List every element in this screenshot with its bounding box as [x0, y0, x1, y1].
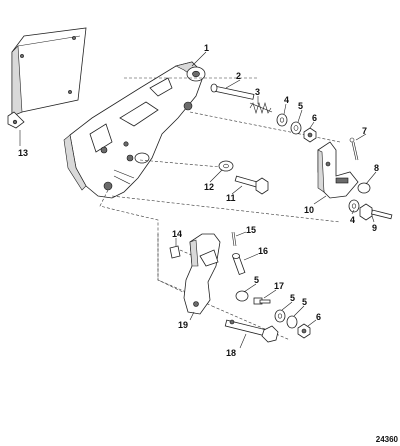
- callout-5: 5: [290, 293, 295, 303]
- callout-10: 10: [304, 205, 314, 215]
- callout-12: 12: [204, 182, 214, 192]
- callout-8: 8: [374, 163, 379, 173]
- cotter-pin-7: [349, 137, 359, 161]
- callout-11: 11: [226, 193, 236, 203]
- washer-5-lower-a: [274, 309, 286, 323]
- callout-9: 9: [372, 223, 377, 233]
- callout-15: 15: [246, 225, 256, 235]
- washer-5-upper: [290, 121, 302, 135]
- washer-4-upper: [276, 113, 288, 127]
- washer-4-lower: [348, 199, 360, 213]
- cotter-pin-15: [231, 231, 237, 247]
- figure-number: 24360: [376, 435, 399, 444]
- bolt-18: [224, 319, 279, 343]
- callout-19: 19: [178, 320, 188, 330]
- callout-4: 4: [350, 215, 355, 225]
- spring-3: [249, 101, 273, 115]
- stud-17: [253, 297, 271, 305]
- washer-5-lower-b: [286, 315, 298, 329]
- callout-13: 13: [18, 148, 28, 158]
- callout-5: 5: [298, 101, 303, 111]
- callout-16: 16: [258, 246, 268, 256]
- bolt-9: [359, 203, 393, 221]
- callout-18: 18: [226, 348, 236, 358]
- callout-6: 6: [316, 312, 321, 322]
- callout-6: 6: [312, 113, 317, 123]
- leader-lines: [175, 51, 377, 349]
- lever-19: [183, 233, 221, 315]
- callout-14: 14: [172, 229, 182, 239]
- callout-5: 5: [302, 297, 307, 307]
- small-bracket-10: [317, 141, 359, 199]
- main-bracket-1: [63, 61, 206, 199]
- mounting-plate-13: [7, 27, 87, 146]
- callout-2: 2: [236, 71, 241, 81]
- callout-5: 5: [254, 275, 259, 285]
- callouts: 1 2 3 4 5 6 7 8 10 4 9 12 11 13 14 15 16…: [18, 43, 379, 358]
- bolt-11: [234, 175, 269, 195]
- pin-2: [210, 83, 255, 100]
- nut-6-lower: [297, 323, 311, 339]
- callout-17: 17: [274, 281, 284, 291]
- washer-5-middle: [235, 290, 249, 302]
- cap-nut-8: [357, 182, 371, 194]
- pin-16: [232, 253, 246, 275]
- nut-6-upper: [303, 127, 317, 143]
- callout-4: 4: [284, 95, 289, 105]
- callout-3: 3: [255, 87, 260, 97]
- callout-1: 1: [204, 43, 209, 53]
- washer-12: [218, 160, 234, 172]
- clip-14: [169, 245, 181, 259]
- callout-7: 7: [362, 126, 367, 136]
